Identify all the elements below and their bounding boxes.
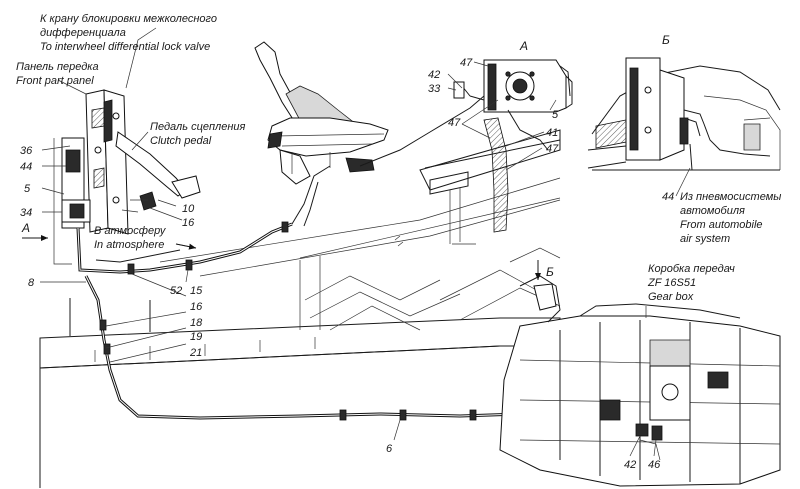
callout-44-left: 44 <box>20 161 32 173</box>
air-system-label-en-1: From automobile <box>680 219 763 231</box>
diff-lock-label-en: To interwheel differential lock valve <box>40 41 210 53</box>
arrow-a-label: А <box>21 221 30 235</box>
air-system-label-ru-2: автомобиля <box>680 205 745 217</box>
callout-21: 21 <box>189 347 202 359</box>
view-b-detail <box>587 57 781 171</box>
panel-label-en: Front part panel <box>16 75 94 87</box>
diff-lock-label-ru-2: дифференциала <box>40 27 126 39</box>
view-arrows <box>22 235 541 280</box>
pedal-label-ru: Педаль сцепления <box>150 121 246 133</box>
callout-42-view-a: 42 <box>428 69 440 81</box>
callout-46: 46 <box>648 459 661 471</box>
air-system-label-en-2: air system <box>680 233 730 245</box>
callout-36: 36 <box>20 145 33 157</box>
gearbox-label-en: Gear box <box>648 291 694 303</box>
gearbox-label-ru: Коробка передач <box>648 263 735 275</box>
callout-8: 8 <box>28 277 35 289</box>
callout-10: 10 <box>182 203 195 215</box>
callout-47-low: 47 <box>546 143 559 155</box>
callout-16-pedal: 16 <box>182 217 195 229</box>
clutch-master-valve <box>53 137 91 265</box>
gearbox-model-label: ZF 16S51 <box>647 277 696 289</box>
view-b-title: Б <box>662 33 670 47</box>
callout-6: 6 <box>386 443 393 455</box>
callout-15: 15 <box>190 285 203 297</box>
view-a-title: А <box>519 39 528 53</box>
arrow-b-label: Б <box>546 265 554 279</box>
callout-16: 16 <box>190 301 203 313</box>
callout-19: 19 <box>190 331 202 343</box>
callout-5-view-a: 5 <box>552 109 559 121</box>
callout-18: 18 <box>190 317 203 329</box>
air-system-label-ru-1: Из пневмосистемы <box>680 191 781 203</box>
gearbox <box>499 275 781 487</box>
callout-47-mid: 47 <box>448 117 461 129</box>
diff-lock-label-ru-1: К крану блокировки межколесного <box>40 13 217 25</box>
pedal-label-en: Clutch pedal <box>150 135 212 147</box>
front-panel <box>85 89 129 235</box>
callout-44-view-b: 44 <box>662 191 674 203</box>
callout-5-left: 5 <box>24 183 31 195</box>
callout-33: 33 <box>428 83 441 95</box>
callout-42-bottom: 42 <box>624 459 636 471</box>
atmosphere-label-ru: В атмосферу <box>94 225 167 237</box>
callout-34: 34 <box>20 207 32 219</box>
leader-lines <box>40 27 691 457</box>
view-a-detail <box>453 59 573 233</box>
callout-47-top: 47 <box>460 57 473 69</box>
callout-52: 52 <box>170 285 182 297</box>
gear-shift-lever <box>254 41 389 185</box>
callout-41: 41 <box>546 127 558 139</box>
panel-label-ru: Панель передка <box>16 61 99 73</box>
atmosphere-label-en: In atmosphere <box>94 239 164 251</box>
text-labels: К крану блокировки межколесного дифферен… <box>16 13 781 471</box>
